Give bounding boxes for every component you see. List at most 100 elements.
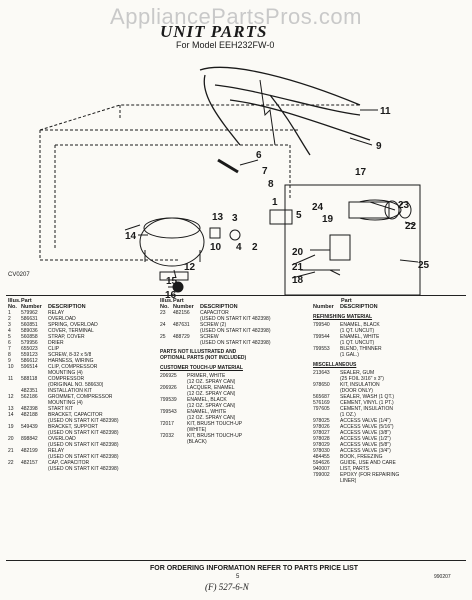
col2-header-row-2: No. Number DESCRIPTION [160,304,238,310]
part-description: ENAMEL, BLACK [187,397,227,403]
part-description: (1 GAL.) [340,352,359,358]
part-number: 206925 [160,373,177,379]
part-description: (WHITE) [187,427,207,433]
part-description: ENAMEL, BLACK [340,322,380,328]
callout-3: 3 [232,213,238,224]
part-description: GUIDE, USE AND CARE [340,460,396,466]
part-number: 589036 [21,328,38,334]
part-description: LINER) [340,478,357,484]
part-number: 482398 [21,406,38,412]
part-description: HARNESS, WIRING [48,358,94,364]
part-number: 559123 [21,352,38,358]
callout-22: 22 [405,221,417,232]
part-description: ACCESS VALVE (1/2") [340,436,391,442]
part-description: RELAY [48,310,65,316]
callout-9: 9 [376,141,382,152]
part-description: (12 OZ. SPRAY CAN) [187,403,236,409]
model-subtitle: For Model EEH232FW-0 [176,40,275,50]
cabinet-outline [39,104,360,261]
callout-15: 15 [166,276,178,287]
part-number: 482351 [21,388,38,394]
part-description: LIST, PARTS [340,466,369,472]
part-description: OVERLOAD [48,316,76,322]
part-number [21,466,48,472]
part-description: (1 QT. UNCUT) [340,340,375,346]
ordering-footer: FOR ORDERING INFORMATION REFER TO PARTS … [150,565,359,572]
refinishing-section-title: REFINISHING MATERIAL [313,314,373,320]
callout-10: 10 [210,242,222,253]
part-number: 72017 [160,421,174,427]
table-row: (USED ON START KIT 482398) [160,340,295,346]
part-number: 579956 [21,340,38,346]
table-row: (USED ON START KIT 482398) [160,328,295,334]
part-description: (1 OZ.) [340,412,356,418]
part-description: ACCESS VALVE (3/4") [340,448,391,454]
part-description: (USED ON START KIT 482398) [200,316,271,322]
table-row: (USED ON START KIT 482398) [8,430,148,436]
part-description: OVERLOAD [48,436,76,442]
part-number: 978029 [313,442,330,448]
illus-number: 12 [8,394,14,400]
part-number: 213643 [313,370,330,376]
table-row: (12 OZ. SPRAY CAN) [160,415,295,421]
table-row: (12 OZ. SPRAY CAN) [160,391,295,397]
table-top-rule [6,295,466,296]
hdr-illus: Illus. [8,298,21,304]
part-description: (DOOR ONLY) [340,388,373,394]
part-description: BRACKET, SUPPORT [48,424,98,430]
part-description: SPRING, OVERLOAD [48,322,98,328]
not-illustrated-note: PARTS NOT ILLUSTRATED AND OPTIONAL PARTS… [160,349,247,361]
part-number: 596514 [21,364,38,370]
callout-12: 12 [184,262,196,273]
misc-section-title: MISCELLANEOUS [313,362,357,368]
callout-17: 17 [355,167,367,178]
illus-number: 10 [8,364,14,370]
table-row: (12 OZ. SPRAY CAN) [160,403,295,409]
part-number: 797605 [313,406,330,412]
part-description: ENAMEL, WHITE [187,409,227,415]
col1-header-row: Illus. Part [8,298,148,304]
part-description: CEMENT, VINYL (1 PT.) [340,400,394,406]
touchup-section-title: CUSTOMER TOUCH-UP MATERIAL [160,365,243,371]
hdr-part: Part [21,298,32,304]
table-row: (1 GAL.) [313,352,463,358]
callout-1: 1 [272,197,278,208]
wiring-harness [199,66,371,156]
part-description: (USED ON START KIT 482398) [200,340,271,346]
part-number: 978030 [313,448,330,454]
part-description: ACCESS VALVE (5/16") [340,424,394,430]
callout-14: 14 [125,231,137,242]
part-number: 487631 [173,322,190,328]
page-code: 990207 [434,574,451,580]
table-row: (25 FOIL 3/16" x 3") [313,376,463,382]
part-description: (1 QT. UNCUT) [340,328,375,334]
part-description: (USED ON START KIT 482398) [48,418,119,424]
page-number: 5 [236,574,240,580]
illus-number: 19 [8,424,14,430]
table-row: (USED ON START KIT 482398) [8,442,148,448]
callout-2: 2 [252,242,258,253]
table-row: (12 OZ. SPRAY CAN) [160,379,295,385]
part-number: 594626 [313,460,330,466]
part-description: SEALER, WASH (1 QT.) [340,394,394,400]
part-number: 565687 [313,394,330,400]
part-description: GROMMET, COMPRESSOR [48,394,113,400]
illus-number: 11 [8,376,14,382]
part-number: 799553 [313,346,330,352]
